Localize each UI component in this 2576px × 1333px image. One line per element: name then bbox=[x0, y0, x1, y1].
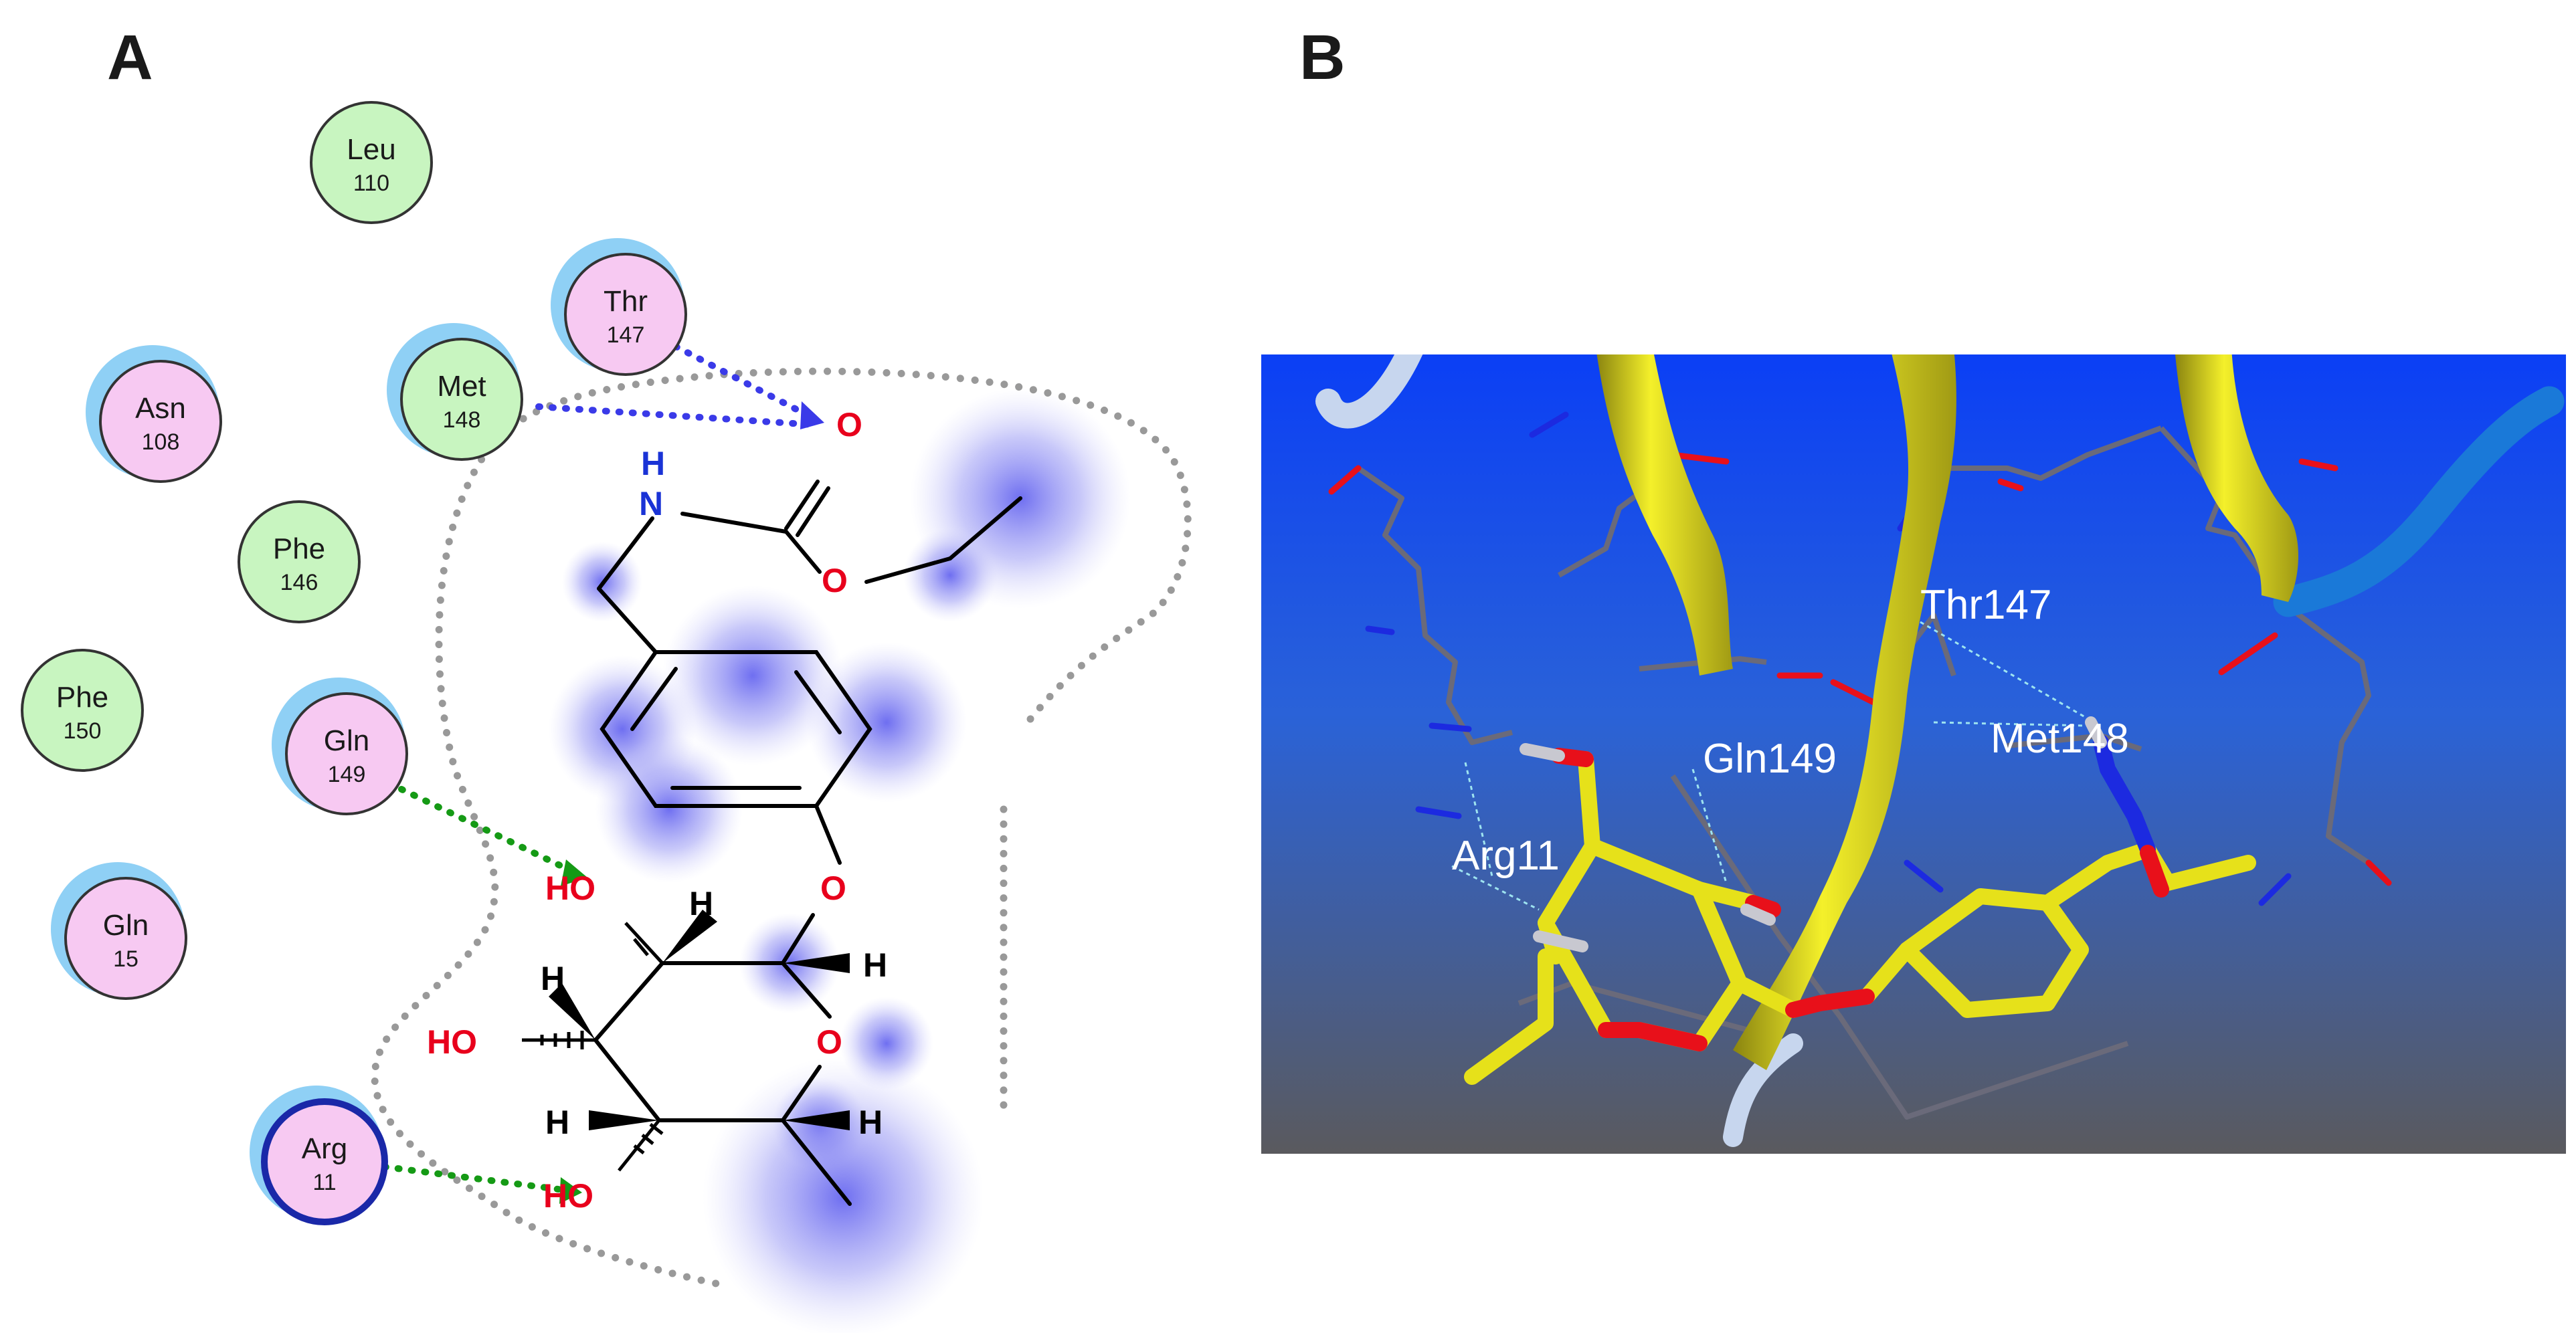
atom-carbonyl-o: O bbox=[836, 406, 862, 443]
atom-h-5: H bbox=[858, 1104, 883, 1141]
residue-disc bbox=[261, 1098, 388, 1225]
label-thr147: Thr147 bbox=[1920, 582, 2051, 628]
hbond-gln149 bbox=[398, 786, 579, 876]
residue-gln149: Gln 149 bbox=[272, 678, 408, 815]
residue-disc bbox=[21, 649, 144, 772]
residue-name: Leu bbox=[347, 133, 395, 166]
atom-ho-2: HO bbox=[427, 1023, 477, 1061]
residue-name: Met bbox=[437, 370, 486, 403]
residue-number: 147 bbox=[607, 322, 645, 348]
ribbon-strand-1 bbox=[1596, 354, 1733, 676]
residue-disc bbox=[238, 500, 361, 623]
residue-met148: Met 148 bbox=[387, 323, 523, 461]
residue-number: 110 bbox=[353, 171, 389, 196]
ligand-skeleton bbox=[522, 480, 1022, 1206]
residue-name: Thr bbox=[604, 285, 648, 318]
residue-name: Asn bbox=[135, 392, 186, 425]
residue-disc bbox=[99, 360, 222, 483]
residue-arg11: Arg 11 bbox=[250, 1086, 388, 1225]
residue-phe146: Phe 146 bbox=[238, 500, 361, 623]
atom-h-2: H bbox=[863, 946, 887, 984]
residue-number: 11 bbox=[312, 1170, 336, 1195]
hbond-met148 bbox=[535, 403, 816, 428]
residue-number: 150 bbox=[64, 718, 102, 744]
label-met148: Met148 bbox=[1991, 716, 2129, 762]
render-scene: Thr147 Gln149 Met148 Arg11 bbox=[1315, 354, 2565, 1147]
residue-asn108: Asn 108 bbox=[86, 345, 222, 483]
residue-name: Gln bbox=[324, 724, 369, 757]
residue-disc bbox=[285, 692, 408, 815]
label-gln149: Gln149 bbox=[1703, 736, 1837, 782]
ribbon-strand-3 bbox=[2175, 354, 2298, 602]
atom-labels: O H N O O O HO HO HO H H H H H bbox=[427, 406, 887, 1215]
pocket-contour bbox=[371, 367, 1192, 1288]
ribbon-strand-2 bbox=[1733, 354, 1956, 1070]
residue-thr147: Thr 147 bbox=[551, 238, 687, 376]
panel-b-3d-view: B bbox=[1261, 22, 2566, 1154]
residue-disc bbox=[310, 101, 433, 224]
residue-disc bbox=[564, 253, 687, 376]
residue-number: 15 bbox=[113, 946, 139, 972]
residue-name: Phe bbox=[56, 681, 108, 714]
atom-ho-3: HO bbox=[543, 1177, 593, 1215]
atom-ring-o: O bbox=[816, 1023, 842, 1061]
residue-number: 149 bbox=[328, 762, 366, 787]
residue-name: Arg bbox=[302, 1132, 347, 1165]
atom-nh-n: N bbox=[639, 485, 663, 522]
panel-b-label: B bbox=[1299, 22, 1346, 93]
residue-disc bbox=[64, 877, 187, 1000]
hbond-lines bbox=[368, 343, 816, 1194]
residue-number: 148 bbox=[443, 407, 481, 433]
atom-phenoxy-o: O bbox=[820, 869, 846, 907]
residue-phe150: Phe 150 bbox=[21, 649, 144, 772]
atom-nh-h: H bbox=[641, 445, 665, 482]
residue-gln15: Gln 15 bbox=[51, 862, 187, 1000]
label-arg11: Arg11 bbox=[1452, 833, 1560, 879]
residue-number: 146 bbox=[280, 570, 318, 595]
atom-ester-o: O bbox=[822, 562, 848, 599]
residue-name: Phe bbox=[273, 532, 325, 565]
atom-ho-1: HO bbox=[545, 869, 595, 907]
atom-h-1: H bbox=[689, 885, 713, 922]
residue-leu110: Leu 110 bbox=[310, 101, 433, 224]
atom-h-3: H bbox=[541, 960, 565, 997]
panel-a-interaction-diagram: A bbox=[21, 22, 1192, 1333]
hbond-thr147 bbox=[672, 343, 816, 421]
hbond-arrowheads bbox=[559, 401, 824, 1204]
residue-disc bbox=[400, 338, 523, 461]
residue-name: Gln bbox=[103, 909, 149, 942]
panel-a-label: A bbox=[107, 22, 153, 93]
residue-number: 108 bbox=[142, 429, 180, 455]
atom-h-4: H bbox=[545, 1104, 569, 1141]
